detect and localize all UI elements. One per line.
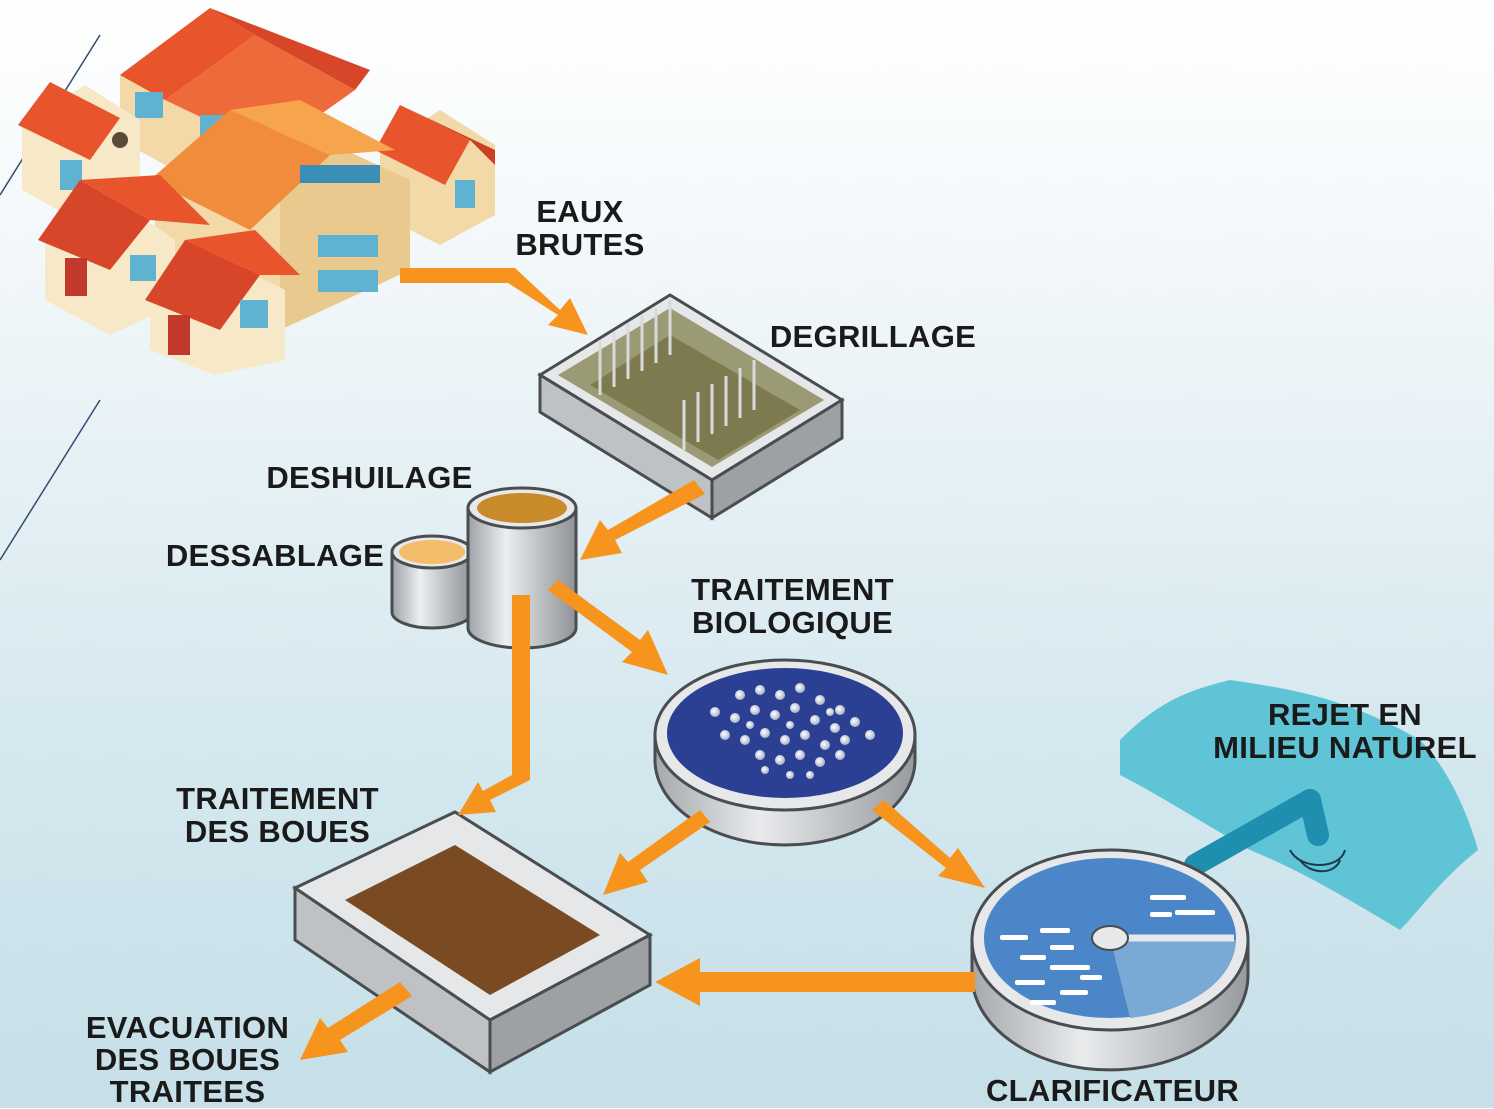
sludge-tank-icon [291,810,653,1075]
arrow-clarifier-to-sludge [655,958,975,1006]
arrow-raw-water [400,268,588,335]
arrow-biological-to-clarifier [872,800,985,888]
label-dessablage: DESSABLAGE [165,538,385,573]
screening-tank-icon [537,293,845,521]
clarifier-icon [970,848,1250,1072]
biological-basin-icon [653,658,917,847]
houses-icon [18,8,495,375]
label-clarificateur: CLARIFICATEUR [985,1073,1240,1108]
label-deshuilage: DESHUILAGE [266,460,473,495]
arrow-sludge-evacuation [300,982,412,1060]
arrow-screening-to-cylinders [580,480,705,560]
sand-removal-cylinder-icon [390,534,474,630]
arrow-cylinders-to-biological [548,580,668,675]
arrow-cylinders-to-sludge [458,595,530,815]
label-degrillage: DEGRILLAGE [769,319,977,354]
arrow-biological-to-sludge [603,810,710,895]
river-icon [1120,680,1478,930]
oil-removal-cylinder-icon [466,486,578,650]
flow-arrows [300,268,985,1060]
